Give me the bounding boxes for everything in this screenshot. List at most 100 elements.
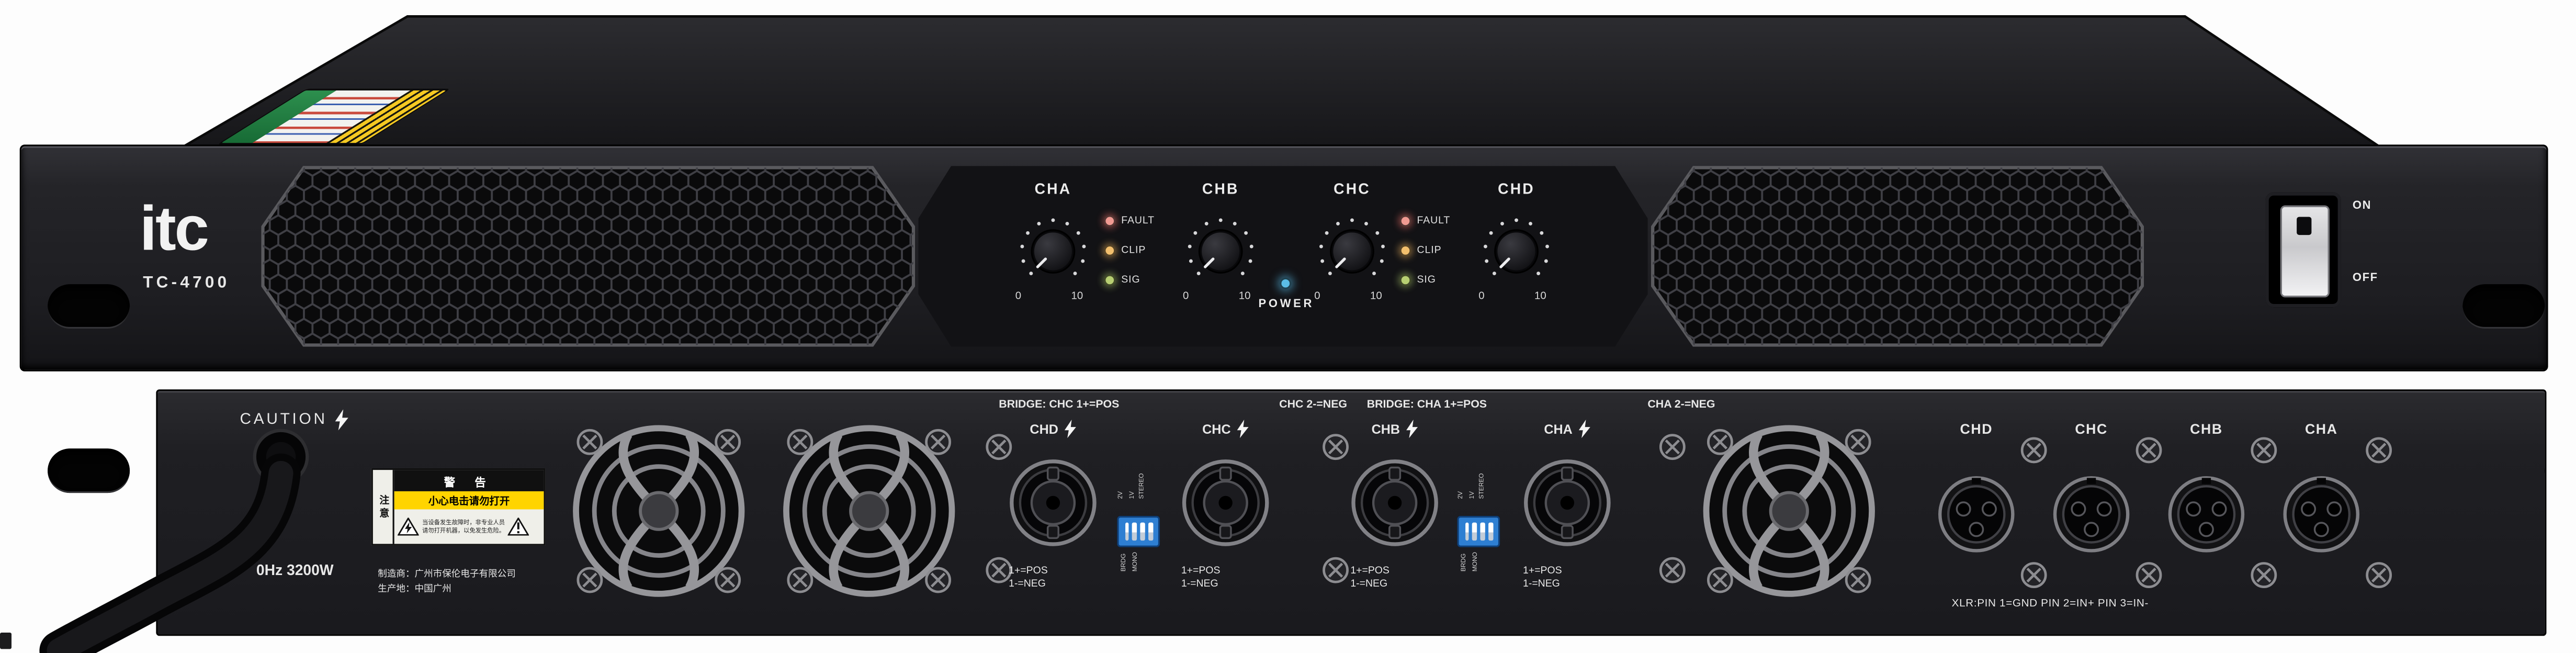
screw bbox=[2137, 564, 2161, 587]
warning-label: 注意 警 告 小心电击请勿打开 当设备发生故障时，非专业人员 请勿打开机器，以免… bbox=[371, 468, 546, 546]
xlr-chc-label: CHC bbox=[2075, 420, 2108, 437]
dip-toggle bbox=[1472, 522, 1477, 541]
bridge-neg-note: CHA 2-=NEG bbox=[1647, 399, 1715, 411]
speakon-chb-label: CHB bbox=[1349, 419, 1441, 439]
screw bbox=[716, 568, 740, 592]
speakon-cha-label: CHA bbox=[1521, 419, 1613, 439]
fault-led-label: FAULT bbox=[1417, 214, 1451, 226]
warning-main: 警 告 小心电击请勿打开 当设备发生故障时，非专业人员 请勿打开机器，以免发生危… bbox=[394, 470, 544, 544]
sig-led bbox=[1399, 273, 1411, 285]
origin-text: 生产地：中国广州 bbox=[378, 584, 451, 595]
chc-knob-min: 0 bbox=[1314, 290, 1320, 302]
screw bbox=[1324, 435, 1348, 459]
screw bbox=[987, 558, 1011, 582]
screw bbox=[788, 430, 812, 454]
bridge-note-group1: BRIDGE: CHC 1+=POS CHC 2-=NEG bbox=[999, 399, 1347, 411]
bridge-pos-note: BRIDGE: CHA 1+=POS bbox=[1366, 399, 1487, 411]
power-switch[interactable] bbox=[2265, 192, 2341, 308]
front-panel: itc TC-4700 CHA 0 10 bbox=[19, 13, 2548, 493]
chb-label: CHB bbox=[1202, 181, 1239, 197]
front-face: itc TC-4700 CHA 0 10 bbox=[19, 144, 2548, 493]
bridge-pos-note: BRIDGE: CHC 1+=POS bbox=[999, 399, 1120, 411]
rack-mount-hole bbox=[2462, 284, 2545, 329]
lightning-icon bbox=[335, 409, 348, 431]
cha-fault-indicator: FAULT bbox=[1104, 213, 1155, 227]
chc-gain-knob[interactable] bbox=[1316, 215, 1388, 287]
left-speaker-grille bbox=[261, 166, 916, 347]
dip-toggle bbox=[1148, 522, 1153, 541]
warning-side-text: 注意 bbox=[373, 470, 394, 544]
speakon-chd bbox=[1012, 461, 1094, 544]
dip-toggle bbox=[1481, 522, 1485, 541]
screw bbox=[788, 568, 812, 592]
dip-toggle bbox=[1124, 522, 1128, 541]
screw bbox=[2022, 564, 2046, 587]
chb-gain-knob[interactable] bbox=[1184, 215, 1257, 287]
fault-led bbox=[1399, 214, 1411, 226]
dip2-top-labels: 2V 1V STEREO bbox=[1457, 473, 1486, 499]
chd-wiring-label: 1+=POS 1-=NEG bbox=[1009, 565, 1048, 591]
warning-small-text: 当设备发生故障时，非专业人员 请勿打开机器，以免发生危险。 bbox=[422, 519, 505, 534]
cha-wiring-label: 1+=POS 1-=NEG bbox=[1523, 565, 1562, 591]
screw bbox=[927, 568, 950, 592]
lightning-icon bbox=[1065, 419, 1076, 439]
sig-led-label: SIG bbox=[1417, 273, 1436, 285]
right-speaker-grille bbox=[1651, 166, 2144, 347]
dip2-bottom-labels: BRDG MONO bbox=[1460, 552, 1478, 572]
clip-led-label: CLIP bbox=[1417, 244, 1442, 256]
screw bbox=[1660, 435, 1684, 459]
xlr-chc bbox=[2055, 478, 2128, 550]
dip-toggle bbox=[1488, 522, 1493, 541]
cooling-fan bbox=[786, 428, 952, 594]
warning-small-line1: 当设备发生故障时，非专业人员 bbox=[422, 519, 505, 526]
screw bbox=[1708, 568, 1732, 592]
caution-text: CAUTION bbox=[240, 411, 327, 429]
cha-knob-max: 10 bbox=[1071, 290, 1083, 302]
chb-knob-min: 0 bbox=[1183, 290, 1189, 302]
lightning-icon bbox=[1579, 419, 1590, 439]
brand-logo: itc bbox=[139, 195, 209, 265]
warning-title: 警 告 bbox=[394, 470, 544, 491]
speakon-chd-label: CHD bbox=[1007, 419, 1099, 439]
speakon-chb bbox=[1353, 461, 1436, 544]
cha-label: CHA bbox=[1034, 181, 1072, 197]
cha-clip-indicator: CLIP bbox=[1104, 243, 1146, 256]
dip-toggle bbox=[1140, 522, 1145, 541]
xlr-cha-label: CHA bbox=[2304, 420, 2338, 437]
cha-gain-knob[interactable] bbox=[1017, 215, 1089, 287]
chb-wiring-label: 1+=POS 1-=NEG bbox=[1350, 565, 1389, 591]
dip1-bottom-labels: BRDG MONO bbox=[1120, 552, 1138, 572]
cooling-fan bbox=[576, 428, 742, 594]
speakon-chc-label: CHC bbox=[1180, 419, 1272, 439]
chc-label: CHC bbox=[1334, 181, 1371, 197]
screw bbox=[2367, 438, 2391, 462]
screw bbox=[716, 430, 740, 454]
screw bbox=[1660, 558, 1684, 582]
chd-gain-knob[interactable] bbox=[1480, 215, 1552, 287]
fault-led-label: FAULT bbox=[1121, 214, 1155, 226]
clip-led bbox=[1104, 244, 1116, 256]
rack-mount-hole bbox=[48, 284, 130, 329]
manufacturer-text: 制造商：广州市保伦电子有限公司 bbox=[378, 570, 516, 580]
power-cable-highlight bbox=[47, 460, 293, 653]
caution-label: CAUTION bbox=[240, 409, 348, 431]
power-label: POWER bbox=[1258, 299, 1315, 311]
attention-icon bbox=[508, 517, 529, 536]
cha-knob-min: 0 bbox=[1015, 290, 1022, 302]
chb-knob-max: 10 bbox=[1238, 290, 1251, 302]
screw bbox=[1324, 558, 1348, 582]
xlr-chb-label: CHB bbox=[2190, 420, 2223, 437]
bridge-note-group2: BRIDGE: CHA 1+=POS CHA 2-=NEG bbox=[1367, 399, 1715, 411]
speakon-cha bbox=[1526, 461, 1609, 544]
dip-switch-1[interactable] bbox=[1117, 516, 1160, 547]
warning-caution-line: 小心电击请勿打开 bbox=[394, 491, 544, 510]
dip-switch-2[interactable] bbox=[1457, 516, 1500, 547]
chc-sig-indicator: SIG bbox=[1399, 273, 1436, 286]
corner-mark bbox=[0, 633, 12, 649]
warning-small-line2: 请勿打开机器，以免发生危险。 bbox=[422, 526, 505, 534]
power-rocker[interactable] bbox=[2280, 205, 2330, 298]
screw bbox=[578, 568, 602, 592]
screw bbox=[2252, 438, 2276, 462]
xlr-cha bbox=[2285, 478, 2358, 550]
